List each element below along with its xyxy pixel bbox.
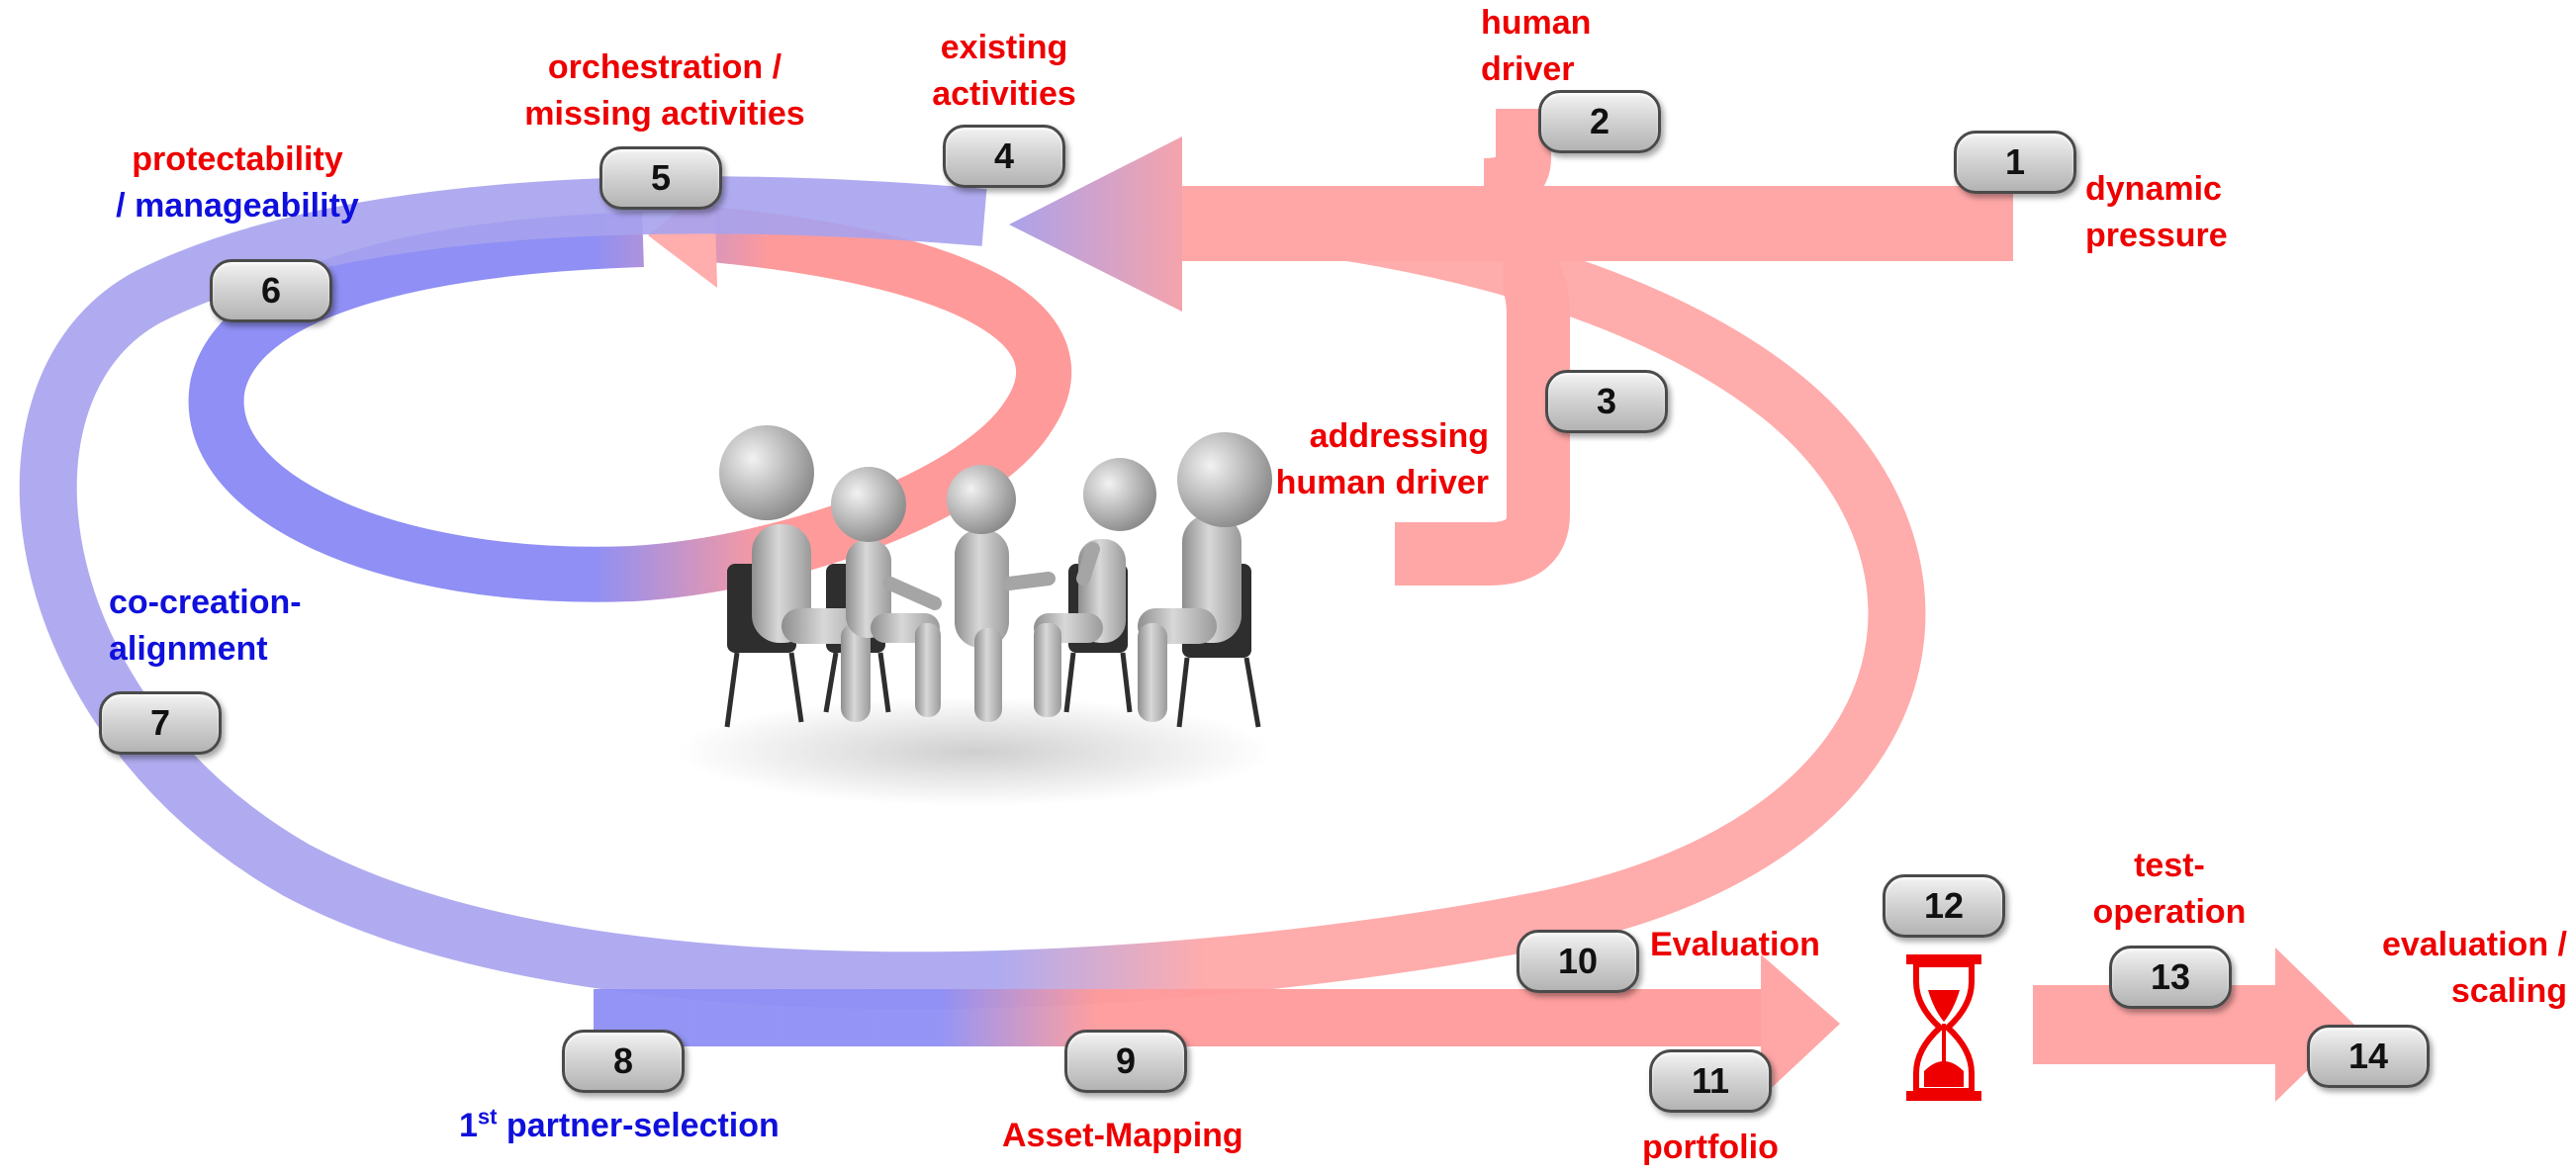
dynamic-pressure-arrow	[1009, 136, 2013, 312]
step-badge-5: 5	[599, 146, 722, 210]
step-badge-7: 7	[99, 691, 222, 755]
step-badge-12: 12	[1883, 874, 2005, 938]
bottom-flow-arrow	[594, 954, 1840, 1098]
step-badge-2: 2	[1538, 90, 1661, 153]
step-badge-4: 4	[943, 125, 1065, 188]
step-badge-10: 10	[1517, 930, 1639, 993]
label-co-creation-alignment: co-creation-alignment	[109, 584, 302, 668]
label-evaluation: Evaluation	[1650, 926, 1820, 963]
step-badge-14: 14	[2307, 1025, 2430, 1088]
label-asset-mapping: Asset-Mapping	[1002, 1117, 1243, 1154]
step-badge-1: 1	[1954, 131, 2076, 194]
step-badge-13: 13	[2109, 946, 2232, 1009]
step-badge-6: 6	[210, 259, 332, 322]
label-evaluation-scaling: evaluation /scaling	[2381, 926, 2567, 1010]
step-badge-3: 3	[1545, 370, 1668, 433]
label-partner-selection: 1st partner-selection	[459, 1104, 780, 1144]
label-test-operation: test-operation	[2092, 847, 2247, 931]
label-protectability: protectability/ manageability	[116, 140, 359, 225]
step-badge-8: 8	[562, 1030, 685, 1093]
label-portfolio: portfolio	[1642, 1129, 1779, 1166]
step-badge-9: 9	[1064, 1030, 1187, 1093]
step-badge-11: 11	[1649, 1049, 1772, 1113]
human-driver-arrow	[1395, 109, 1570, 586]
people-meeting-icon	[678, 425, 1272, 806]
label-orchestration: orchestration /missing activities	[524, 48, 805, 133]
scaling-arrow	[2033, 948, 2354, 1102]
hourglass-icon	[1906, 954, 1981, 1101]
